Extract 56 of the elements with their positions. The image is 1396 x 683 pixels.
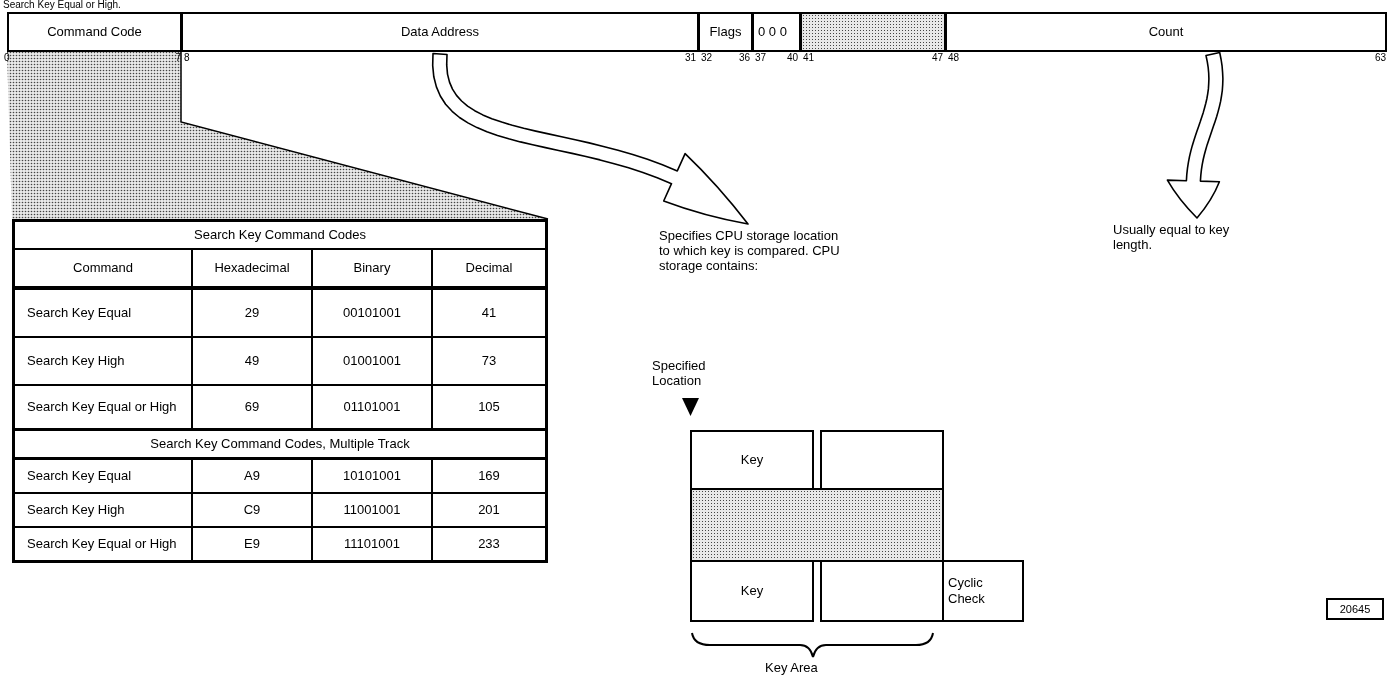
bit-number: 41 (803, 52, 815, 63)
table-cell-text: 41 (481, 306, 497, 320)
table-cell-text: 69 (244, 400, 260, 414)
table-cell-text: 01101001 (343, 400, 401, 414)
brace-label: Key Area (765, 660, 818, 676)
title: Search Key Equal or High. (3, 0, 121, 10)
bit-number: 8 (184, 52, 190, 63)
callout-text: Specified Location (652, 358, 707, 388)
table-title: Search Key Command Codes (194, 226, 366, 245)
bit-number: 32 (701, 52, 713, 63)
table-title: Search Key Command Codes, Multiple Track (150, 435, 410, 454)
column-header: Hexadecimal (214, 261, 290, 275)
table-cell-text: 105 (478, 400, 500, 414)
table-cell-text: 11101001 (344, 537, 400, 551)
bit-number: 7 (175, 52, 181, 63)
field-box: Command Code (7, 12, 182, 52)
bit-number: 36 (738, 52, 750, 63)
table-cell-text: Search Key Equal or High (27, 537, 177, 551)
field-box: 0 0 0 (752, 12, 801, 52)
column-header: Binary (353, 261, 391, 275)
bit-number: 0 (4, 52, 10, 63)
table-cell-text: Search Key Equal (27, 306, 132, 320)
storage-box: Key (690, 560, 814, 622)
column-header: Command (73, 261, 133, 275)
table-cell-text: E9 (244, 537, 260, 551)
field-box: Data Address (181, 12, 699, 52)
column-header: Decimal (465, 261, 513, 275)
table-cell-text: A9 (244, 469, 260, 483)
table-cell-text: 169 (478, 469, 500, 483)
storage-box: Key (690, 430, 814, 490)
storage-box: Cyclic Check (942, 560, 1024, 622)
table-cell-text: 29 (244, 306, 260, 320)
table-cell-text: 10101001 (343, 469, 401, 483)
table-cell-text: Search Key High (27, 503, 125, 517)
shaded-box (690, 488, 944, 562)
bit-number: 40 (786, 52, 798, 63)
table-cell-text: 233 (478, 537, 500, 551)
table-cell-text: 01001001 (343, 354, 401, 368)
bit-number: 47 (931, 52, 943, 63)
table-cell-text: 49 (244, 354, 260, 368)
empty-box (820, 430, 944, 490)
field-box: Count (945, 12, 1387, 52)
table-cell-text: 73 (481, 354, 497, 368)
table-cell-text: Search Key Equal (27, 469, 132, 483)
table-cell-text: 201 (478, 503, 500, 517)
shaded-box (800, 12, 946, 52)
table-cell-text: Search Key High (27, 354, 125, 368)
table-cell-text: 00101001 (343, 306, 401, 320)
field-box: Flags (698, 12, 753, 52)
figure-number: 20645 (1326, 598, 1384, 620)
bit-number: 48 (948, 52, 960, 63)
bit-number: 37 (755, 52, 767, 63)
table-cell-text: C9 (243, 503, 261, 517)
table-cell-text: Search Key Equal or High (27, 400, 177, 414)
bit-number: 31 (684, 52, 696, 63)
table-cell-text: 11001001 (343, 503, 401, 517)
